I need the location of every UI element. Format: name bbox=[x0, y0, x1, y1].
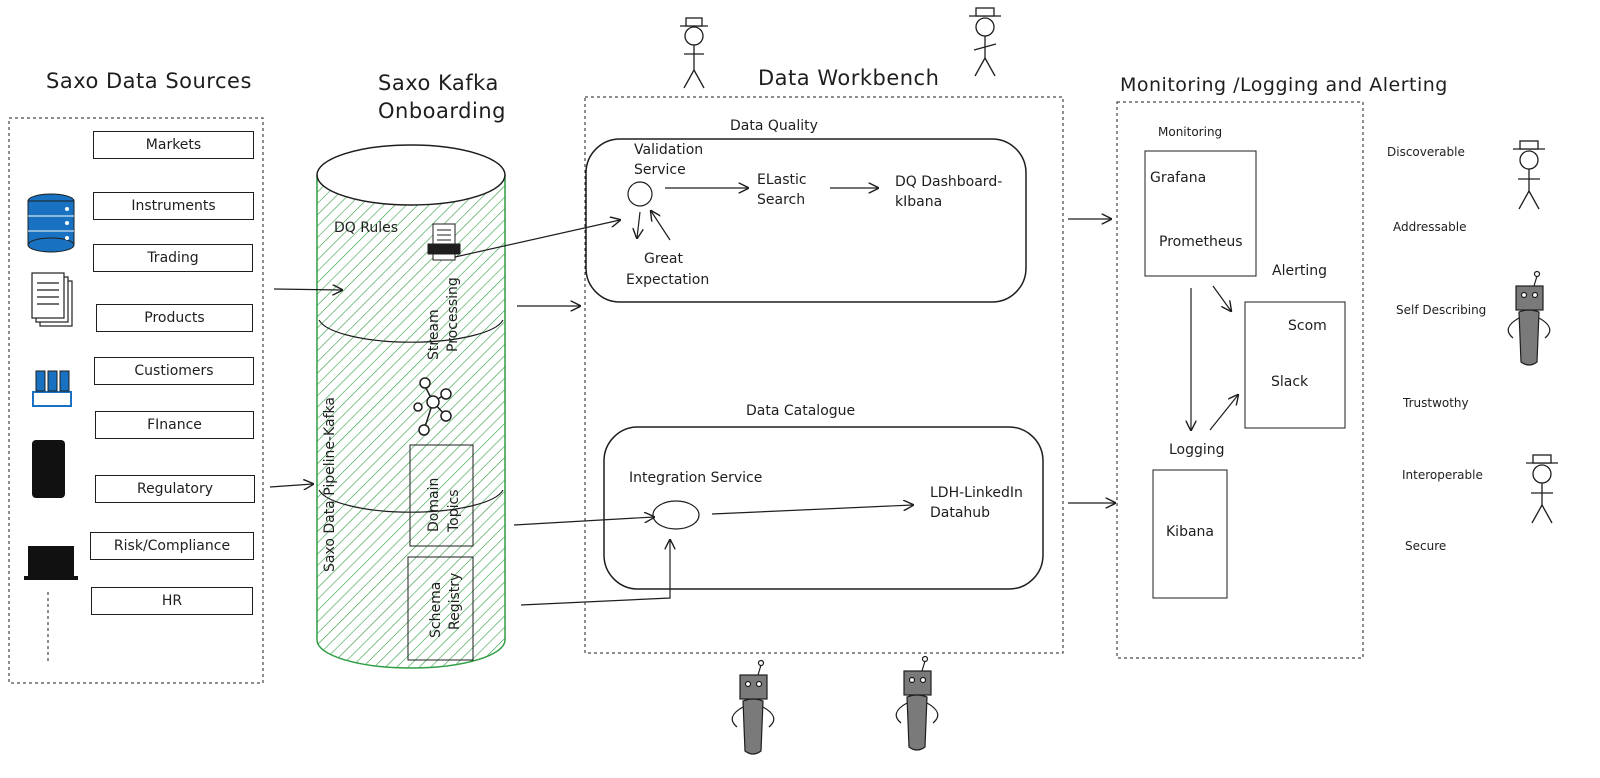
alerting-label: Alerting bbox=[1272, 263, 1327, 279]
kafka-heading-line1: Saxo Kafka bbox=[378, 71, 499, 95]
source-trading: Trading bbox=[93, 244, 253, 272]
data-catalogue-box bbox=[603, 426, 1044, 590]
kafka-cluster-icon bbox=[413, 377, 452, 436]
monitoring-box bbox=[1144, 150, 1257, 277]
phone-icon bbox=[32, 440, 65, 498]
ldh-label-1: LDH-LinkedIn bbox=[930, 485, 1023, 501]
source-customers: Custiomers bbox=[94, 357, 254, 385]
sources-container bbox=[8, 117, 264, 684]
domain-topics-label-2: Topics bbox=[446, 489, 462, 532]
slack-label: Slack bbox=[1271, 374, 1309, 390]
great-label-1: Great bbox=[644, 251, 683, 267]
source-risk-compliance: Risk/Compliance bbox=[90, 532, 254, 560]
kafka-heading-line2: Onboarding bbox=[378, 99, 506, 123]
stream-processing-label-2: Processing bbox=[445, 277, 461, 352]
logging-label: Logging bbox=[1169, 442, 1225, 458]
laptop-icon bbox=[24, 546, 78, 580]
validation-service-node bbox=[627, 181, 653, 207]
data-quality-box bbox=[585, 138, 1027, 303]
schema-registry-label-2: Registry bbox=[447, 572, 463, 630]
database-icon bbox=[27, 193, 75, 253]
monitoring-container bbox=[1116, 101, 1364, 659]
dq-rules-label: DQ Rules bbox=[334, 220, 399, 236]
alerting-box bbox=[1244, 301, 1346, 429]
schema-registry-box bbox=[407, 556, 474, 661]
source-products: Products bbox=[96, 304, 253, 332]
server-rack-icon bbox=[32, 370, 72, 407]
workbench-container bbox=[584, 96, 1064, 654]
data-catalogue-title: Data Catalogue bbox=[746, 403, 856, 419]
principle-trustworthy: Trustwothy bbox=[1403, 396, 1469, 410]
flow-arrows bbox=[269, 188, 1238, 606]
principle-interoperable: Interoperable bbox=[1402, 468, 1483, 482]
robot-icon bbox=[731, 270, 1551, 755]
monitoring-heading: Monitoring /Logging and Alerting bbox=[1120, 74, 1448, 96]
elastic-label-2: Search bbox=[757, 192, 806, 208]
principle-self-describing: Self Describing bbox=[1396, 303, 1487, 317]
monitoring-label: Monitoring bbox=[1158, 125, 1223, 139]
integration-service-node bbox=[652, 500, 700, 530]
integration-service-label: Integration Service bbox=[629, 470, 763, 486]
sources-heading: Saxo Data Sources bbox=[46, 69, 252, 93]
dashboard-label-1: DQ Dashboard- bbox=[895, 174, 1003, 190]
logging-box bbox=[1152, 469, 1228, 599]
kafka-cylinder bbox=[316, 144, 506, 669]
data-quality-title: Data Quality bbox=[730, 118, 818, 134]
stream-processing-label-1: Stream bbox=[426, 309, 442, 360]
ldh-label-2: Datahub bbox=[930, 505, 991, 521]
pipeline-label: Saxo Data Pipeline-Kafka bbox=[322, 397, 338, 572]
scom-label: Scom bbox=[1288, 318, 1327, 334]
validation-label-1: Validation bbox=[634, 142, 704, 158]
great-label-2: Expectation bbox=[626, 272, 710, 288]
elastic-label-1: ELastic bbox=[757, 172, 807, 188]
dashboard-label-2: kIbana bbox=[895, 194, 943, 210]
grafana-label: Grafana bbox=[1150, 170, 1207, 186]
source-hr: HR bbox=[91, 587, 253, 615]
source-regulatory: Regulatory bbox=[95, 475, 255, 503]
domain-topics-label-1: Domain bbox=[426, 477, 442, 532]
documents-icon bbox=[31, 272, 73, 327]
stick-figure-icon bbox=[680, 7, 1558, 524]
prometheus-label: Prometheus bbox=[1159, 234, 1243, 250]
source-markets: Markets bbox=[93, 131, 254, 159]
kibana-label: Kibana bbox=[1166, 524, 1214, 540]
source-instruments: Instruments bbox=[93, 192, 254, 220]
source-finance: FInance bbox=[95, 411, 254, 439]
principle-discoverable: Discoverable bbox=[1387, 145, 1465, 159]
schema-registry-label-1: Schema bbox=[428, 581, 444, 638]
principle-secure: Secure bbox=[1405, 539, 1447, 553]
domain-topics-box bbox=[409, 444, 474, 547]
validation-label-2: Service bbox=[634, 162, 686, 178]
principle-addressable: Addressable bbox=[1393, 220, 1467, 234]
document-printer-icon bbox=[427, 223, 461, 261]
workbench-heading: Data Workbench bbox=[758, 66, 940, 90]
